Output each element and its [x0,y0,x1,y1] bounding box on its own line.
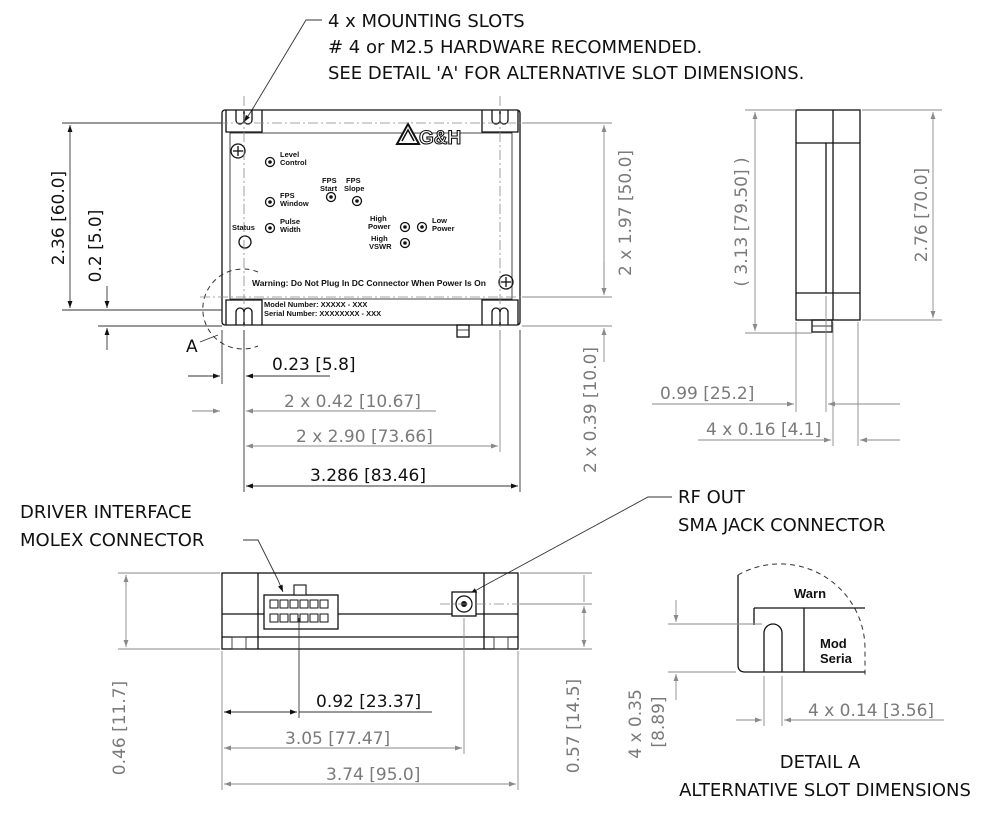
dim-0-42: 2 x 0.42 [10.67] [284,392,421,412]
note-rf-line2: SMA JACK CONNECTOR [678,515,885,536]
dim-0-39: 2 x 0.39 [10.0] [581,347,601,473]
dim-3-286: 3.286 [83.46] [310,466,426,486]
dim-0-92: 0.92 [23.37] [316,692,421,712]
detail-title: DETAIL A [780,752,861,773]
label-fps-window-1: FPS [280,191,295,200]
dim-0-99: 0.99 [25.2] [660,384,754,404]
detail-a-plate [737,575,865,673]
note-slots-line1: 4 x MOUNTING SLOTS [328,11,525,32]
label-low-power-2: Power [432,224,455,233]
serial-number-text: Serial Number: XXXXXXXX - XXX [264,309,381,318]
note-slots-line2: # 4 or M2.5 HARDWARE RECOMMENDED. [328,37,702,58]
label-width: Width [280,225,301,234]
label-fps-window-2: Window [280,199,309,208]
rf-out-note: RF OUT SMA JACK CONNECTOR [469,487,885,595]
top-view-panel [229,132,513,300]
front-view [221,572,545,650]
dim-0-2: 0.2 [5.0] [86,210,106,283]
dim-2-90: 2 x 2.90 [73.66] [296,427,433,447]
front-view-dimensions: 0.46 [11.7] 0.57 [14.5] 0.92 [23.37] 3.0… [110,572,592,790]
dim-3-13: ( 3.13 [79.50] ) [732,157,752,286]
note-slots-line3: SEE DETAIL 'A' FOR ALTERNATIVE SLOT DIME… [328,63,804,84]
label-low-power-1: Low [432,216,447,225]
dim-2-76: 2.76 [70.0] [912,168,932,262]
dim-0-35-a: 4 x 0.35 [626,689,646,759]
detail-a: Warn Mod Seria 4 x 0.35 [8.89] 4 x 0.14 … [626,563,971,801]
note-driver-line1: DRIVER INTERFACE [20,502,192,523]
detail-a-circle [202,268,259,350]
ground-screw-icon [230,143,514,290]
model-number-text: Model Number: XXXXX - XXX [264,300,367,309]
driver-leader-line [243,539,279,581]
detail-subtitle: ALTERNATIVE SLOT DIMENSIONS [679,780,971,801]
label-pulse: Pulse [280,217,300,226]
top-view-sma-stub [456,324,470,338]
dim-3-05: 3.05 [77.47] [285,729,390,749]
label-fps-start-2: Start [320,184,338,193]
indicator-icon [238,156,428,249]
dim-3-74: 3.74 [95.0] [326,765,420,785]
dim-0-23: 0.23 [5.8] [272,355,356,375]
label-fps-slope-2: Slope [344,184,364,193]
label-control: Control [280,158,307,167]
molex-connector-icon [263,584,339,630]
dim-0-57: 0.57 [14.5] [564,679,584,773]
dim-0-16: 4 x 0.16 [4.1] [706,420,821,440]
dim-0-46: 0.46 [11.7] [110,681,130,775]
dim-0-14: 4 x 0.14 [3.56] [808,701,934,721]
dim-2-36: 2.36 [60.0] [49,171,69,265]
detail-a-marker: A [186,337,198,357]
label-fps-start-1: FPS [322,176,337,185]
front-view-outline [221,572,519,650]
label-high-vswr-1: High [371,234,388,243]
label-status: Status [232,223,255,232]
label-high-power-1: High [370,214,387,223]
detail-a-boundary [737,563,866,675]
label-fps-slope-1: FPS [346,176,361,185]
detail-serial-fragment: Seria [820,651,853,666]
top-view-dimensions: 2.36 [60.0] 0.2 [5.0] 2 x 1.97 [50.0] 2 … [49,122,636,492]
side-view: ( 3.13 [79.50] ) 2.76 [70.0] 0.99 [25.2]… [652,109,942,446]
note-driver-line2: MOLEX CONNECTOR [20,530,204,551]
top-view-outline [221,109,521,326]
label-level: Level [280,150,299,159]
detail-model-fragment: Mod [820,636,847,651]
dim-0-35-b: [8.89] [649,696,669,747]
detail-a-slot [763,623,783,672]
rf-leader-line [479,496,672,589]
dim-1-97: 2 x 1.97 [50.0] [616,150,636,276]
note-rf-line1: RF OUT [678,487,746,508]
warning-text: Warning: Do Not Plug In DC Connector Whe… [252,278,486,288]
detail-a-marker-line [199,334,219,343]
top-view: G&H Level Control FPS Start FPS Slope FP… [186,96,545,357]
logo-text: G&H [419,128,461,149]
slots-leader-arrow [243,109,253,123]
side-view-outline [795,109,861,321]
label-high-vswr-2: VSWR [369,242,392,251]
logo-icon: G&H [395,121,462,150]
detail-warn-fragment: Warn [794,586,826,601]
slots-leader-line [251,19,322,111]
mounting-slots-note: 4 x MOUNTING SLOTS # 4 or M2.5 HARDWARE … [243,11,804,123]
driver-connector-note: DRIVER INTERFACE MOLEX CONNECTOR [20,502,284,593]
label-high-power-2: Power [368,222,391,231]
